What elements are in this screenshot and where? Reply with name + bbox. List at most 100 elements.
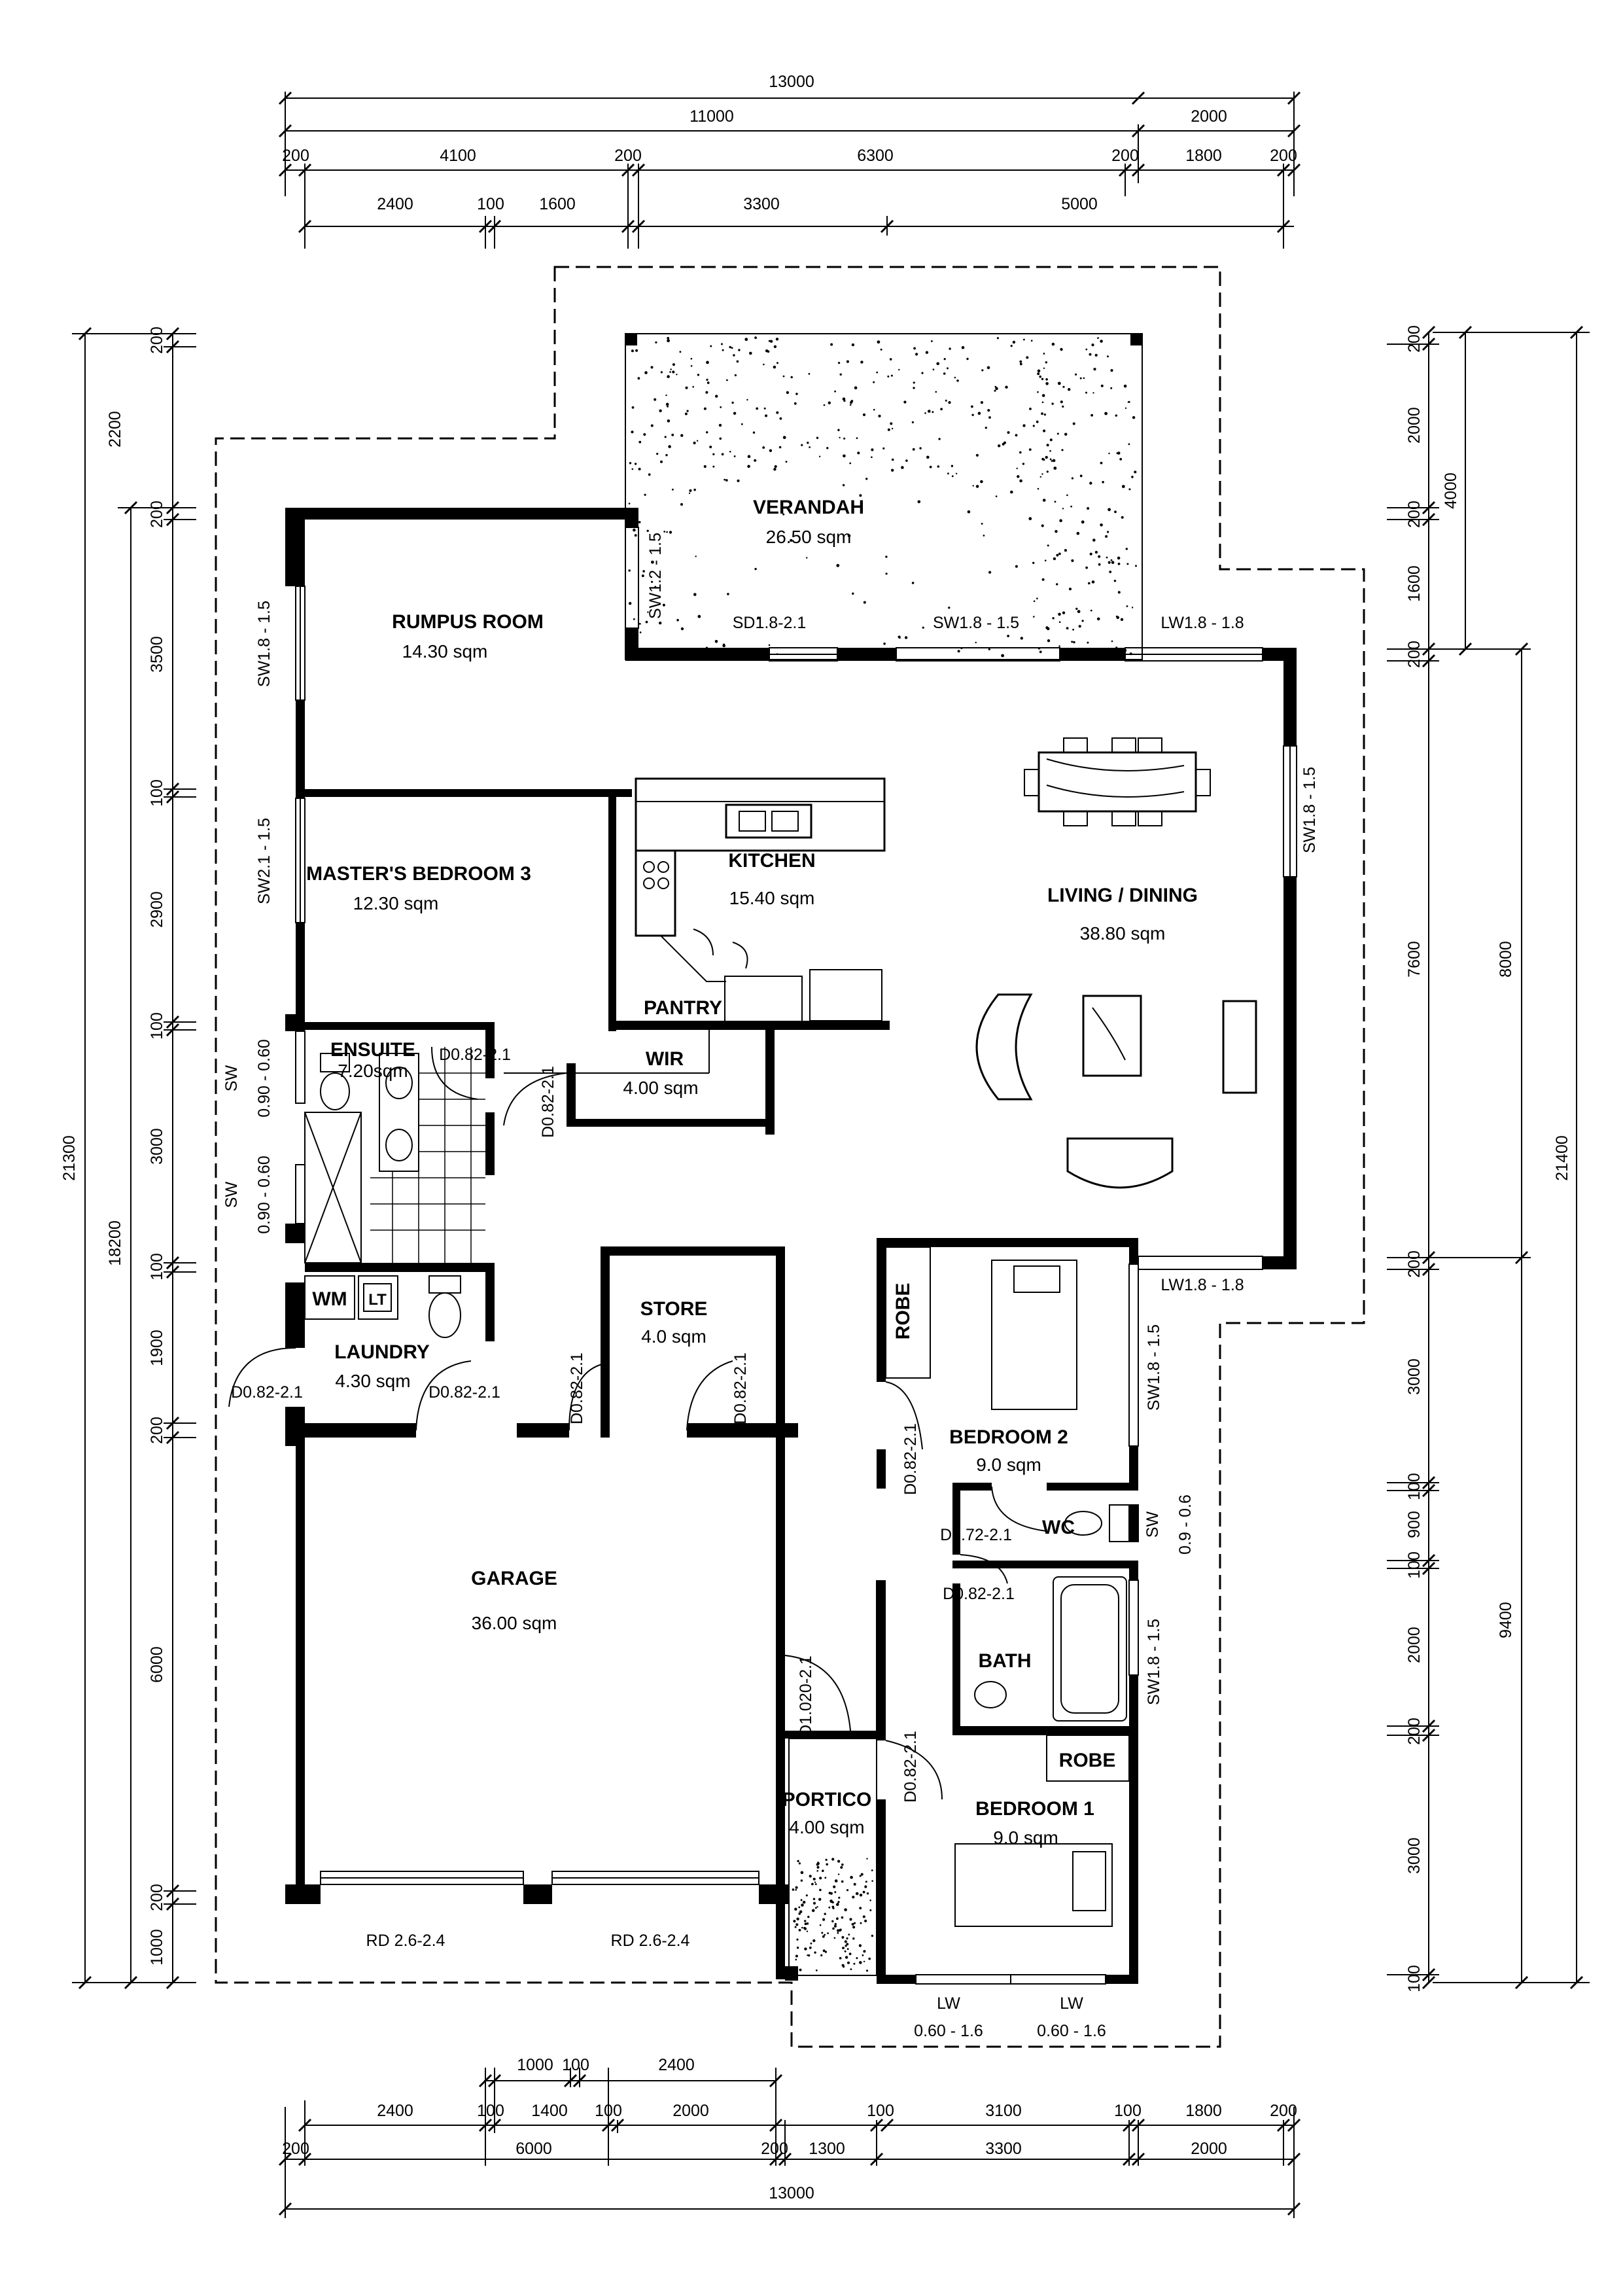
hatch-dot — [727, 593, 729, 595]
hatch-dot — [1053, 557, 1056, 561]
thin-lines — [228, 527, 1297, 1985]
hatch-dot — [779, 417, 782, 420]
hatch-dot — [639, 631, 642, 633]
hatch-dot — [843, 1966, 845, 1968]
hatch-dot — [891, 468, 894, 472]
hatch-dot — [794, 1907, 797, 1911]
hatch-dot — [988, 416, 991, 419]
dim-tick — [1287, 124, 1301, 138]
lw-bed1-b2: 0.60 - 1.6 — [1037, 2022, 1106, 2040]
dim-bot-b3-3: 1300 — [809, 2140, 845, 2158]
hatch-dot — [957, 650, 960, 653]
hatch-dot — [660, 460, 663, 463]
hatch-dot — [795, 1923, 799, 1926]
hatch-dot — [859, 1894, 863, 1897]
hatch-dot — [665, 453, 668, 457]
hatch-dot — [644, 493, 646, 496]
hatch-dot — [703, 407, 707, 410]
dim-tick — [166, 1884, 180, 1898]
dim-tick — [166, 1975, 180, 1990]
hatch-dot — [741, 423, 743, 425]
hatch-dot — [899, 637, 901, 639]
d-bath-label: D0.82-2.1 — [943, 1585, 1015, 1603]
hatch-dot — [746, 398, 748, 401]
hatch-dot — [818, 455, 821, 457]
hatch-dot — [949, 347, 951, 350]
dim-tick — [298, 2152, 312, 2166]
hatch-dot — [820, 1954, 823, 1956]
hatch-dot — [645, 371, 648, 374]
hatch-dot — [672, 370, 675, 374]
dim-bot-total: 13000 — [769, 2184, 814, 2202]
hatch-dot — [845, 1945, 847, 1947]
hatch-dot — [843, 399, 846, 402]
hatch-dot — [995, 387, 998, 391]
hatch-dot — [849, 462, 852, 465]
ensuite-label: ENSUITE — [330, 1039, 415, 1061]
hatch-dot — [1058, 645, 1060, 647]
hatch-dot — [1037, 487, 1039, 490]
hatch-dot — [854, 1922, 856, 1924]
wm-label: WM — [312, 1288, 347, 1310]
hatch-dot — [654, 586, 657, 588]
dim-tick — [1287, 2152, 1301, 2166]
hatch-dot — [1096, 617, 1100, 621]
dim-tick — [1422, 1728, 1436, 1742]
hatch-dot — [1119, 457, 1123, 461]
roof-outline — [215, 266, 1365, 2048]
dim-tick — [278, 163, 292, 177]
dim-tick — [1131, 91, 1145, 105]
hatch-dot — [1033, 600, 1036, 603]
lw-bed1-b1: LW — [1060, 1994, 1083, 2013]
hatch-dot — [1064, 433, 1068, 436]
hatch-dot — [852, 1926, 856, 1929]
dim-tick — [572, 2074, 587, 2088]
dim-tick — [1514, 1250, 1529, 1265]
hatch-dot — [747, 455, 751, 458]
hatch-dot — [885, 573, 888, 575]
hatch-dot — [754, 567, 757, 571]
hatch-dot — [1020, 637, 1024, 640]
hatch-dot — [782, 436, 786, 439]
hatch-dot — [975, 485, 979, 488]
hatch-dot — [1056, 554, 1059, 557]
hatch-dot — [911, 582, 915, 584]
d-laundry-ext-label: D0.82-2.1 — [231, 1383, 303, 1402]
hatch-dot — [1106, 556, 1108, 559]
hatch-dot — [1085, 348, 1088, 351]
hatch-dot — [697, 374, 700, 376]
hatch-dot — [971, 405, 973, 408]
hatch-dot — [936, 362, 939, 366]
hatch-dot — [851, 1922, 854, 1926]
hatch-dot — [928, 410, 931, 413]
dim-right-r1-2: 200 — [1405, 501, 1423, 528]
hatch-dot — [913, 381, 915, 384]
hatch-dot — [1039, 476, 1042, 478]
dim-tick — [78, 1975, 92, 1990]
lw-top-label: LW1.8 - 1.8 — [1161, 614, 1244, 632]
hatch-dot — [1045, 455, 1048, 459]
rd-1-label: RD 2.6-2.4 — [366, 1932, 445, 1950]
d-entry-label: D1.020-2.1 — [797, 1655, 815, 1737]
hatch-dot — [804, 1927, 807, 1930]
hatch-dot — [956, 380, 959, 382]
hatch-dot — [692, 385, 694, 388]
wc-label: WC — [1042, 1517, 1075, 1538]
hatch-dot — [832, 1927, 835, 1930]
hatch-dot — [831, 1858, 835, 1861]
hatch-dot — [905, 459, 908, 462]
d-wir-label: D0.82-2.1 — [539, 1066, 557, 1138]
rd-2-label: RD 2.6-2.4 — [611, 1932, 690, 1950]
hatch-dot — [824, 1951, 828, 1953]
hatch-dot — [876, 371, 879, 374]
hatch-dot — [1128, 488, 1131, 491]
hatch-dot — [898, 368, 900, 371]
hatch-dot — [1039, 375, 1041, 378]
hatch-dot — [796, 1917, 799, 1920]
hatch-dot — [1043, 367, 1045, 369]
hatch-dot — [811, 1882, 814, 1886]
hatch-dot — [814, 1881, 816, 1883]
hatch-dot — [806, 1930, 809, 1932]
dim-tick — [880, 2118, 894, 2132]
master-area: 12.30 sqm — [353, 893, 439, 913]
